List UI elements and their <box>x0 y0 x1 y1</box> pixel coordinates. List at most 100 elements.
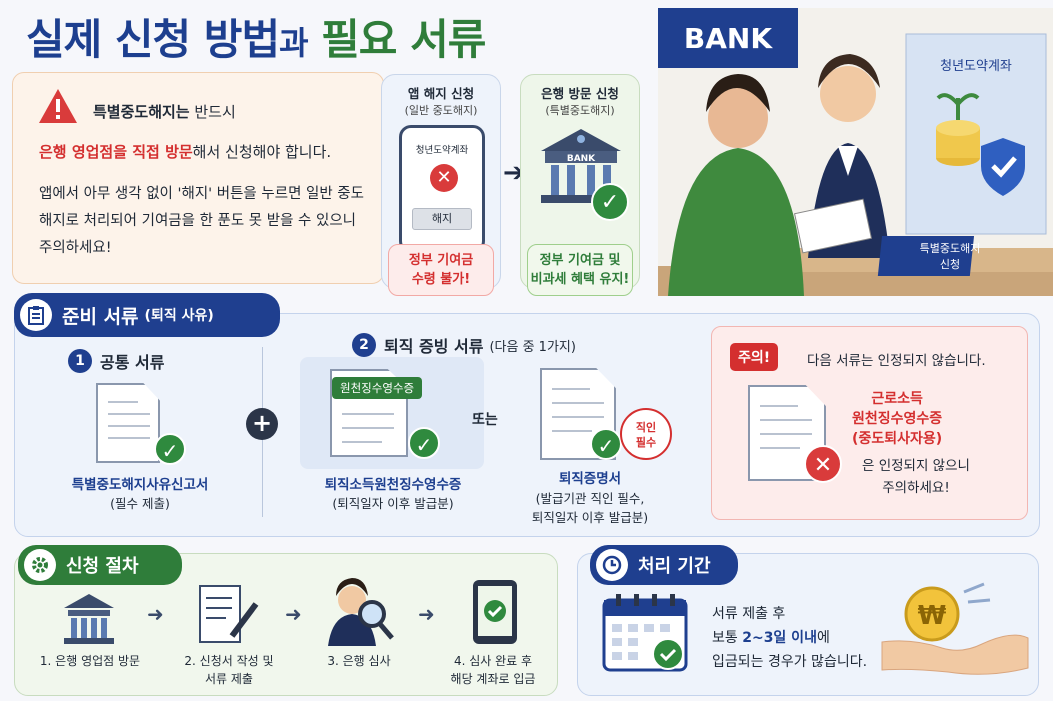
bank-card-heading: 은행 방문 신청 <box>541 86 619 101</box>
arrow-right-icon: ➜ <box>418 602 435 626</box>
phone-title: 청년도약계좌 <box>415 145 469 156</box>
processing-period-tag: 처리 기간 <box>590 545 738 585</box>
phone-check-icon <box>473 580 517 644</box>
bank-sign-board <box>658 8 798 68</box>
number-badge: 2 <box>352 333 376 357</box>
documents-tag: 준비 서류 (퇴직 사유) <box>14 293 280 337</box>
caution-red-line2: 원천징수영수증 <box>852 411 943 427</box>
common-docs-heading: 1 공통 서류 <box>68 349 164 373</box>
reviewer-icon <box>328 578 394 646</box>
svg-text:₩: ₩ <box>918 601 947 631</box>
caution-box: 주의! 다음 서류는 인정되지 않습니다. ✕ 근로소득 원천징수영수증 (중도… <box>711 326 1028 520</box>
withholding-doc-note: (퇴직일자 이후 발급분) <box>332 496 454 511</box>
stamp-line2: 필수 <box>635 436 657 449</box>
documents-tag-label: 준비 서류 <box>62 305 139 328</box>
bank-card-sign: BANK <box>567 154 596 164</box>
bank-icon <box>64 594 114 644</box>
caution-tag: 주의! <box>730 343 779 371</box>
warning-line2: 은행 영업점을 직접 방문해서 신청해야 합니다. <box>39 141 331 162</box>
desk-sign-line1: 특별중도해지 <box>920 241 981 255</box>
caution-red-line3: (중도퇴사자용) <box>852 431 943 447</box>
x-icon: ✕ <box>430 164 458 192</box>
app-result-line2: 수령 불가! <box>411 272 471 287</box>
period-line3: 입금되는 경우가 많습니다. <box>712 654 868 670</box>
phone-cancel-button: 해지 <box>412 208 472 230</box>
app-card-heading: 앱 해지 신청 <box>407 86 475 101</box>
retirement-cert-note: (발급기관 직인 필수, 퇴직일자 이후 발급분) <box>500 489 680 527</box>
document-icon <box>96 383 160 463</box>
arrow-right-icon: ➜ <box>285 602 302 626</box>
step-3-label: 3. 은행 심사 <box>327 654 391 668</box>
warning-line1-bold: 특별중도해지는 <box>93 103 190 121</box>
arrow-right-icon: ➜ <box>147 602 164 626</box>
retirement-cert-note-line2: 퇴직일자 이후 발급분) <box>531 510 649 525</box>
period-line2-bold: 2~3일 이내 <box>742 630 817 646</box>
withholding-doc-box: 원천징수영수증 ✓ <box>300 357 484 469</box>
phone-icon: 청년도약계좌 ✕ 해지 <box>399 125 485 253</box>
caution-heading: 다음 서류는 인정되지 않습니다. <box>807 353 986 369</box>
bank-visit-card: 은행 방문 신청 (특별중도해지) BANK ✓ 정부 기여금 및 비과세 혜택… <box>520 74 640 296</box>
app-result-line1: 정부 기여금 <box>408 253 474 268</box>
common-docs-title: 공통 서류 <box>100 353 165 372</box>
app-cancel-card: 앱 해지 신청 (일반 중도해지) 청년도약계좌 ✕ 해지 정부 기여금 수령 … <box>381 74 501 296</box>
withholding-tag: 원천징수영수증 <box>332 377 423 399</box>
page-title: 실제 신청 방법과 필요 서류 <box>26 6 486 67</box>
bank-result-line1: 정부 기여금 및 <box>539 253 621 268</box>
step-4-line1: 4. 심사 완료 후 <box>453 654 533 668</box>
warning-line1-rest: 반드시 <box>189 103 236 121</box>
title-part2: 과 <box>279 24 308 62</box>
common-doc-note: (필수 제출) <box>110 496 170 511</box>
shield-icon <box>981 138 1025 196</box>
caution-note: 은 인정되지 않으니 주의하세요! <box>862 455 970 499</box>
check-icon: ✓ <box>590 428 622 460</box>
caution-note-line1: 은 인정되지 않으니 <box>862 458 970 474</box>
step-2-line1: 2. 신청서 작성 및 <box>184 654 274 668</box>
procedure-tag-label: 신청 절차 <box>66 556 139 577</box>
app-card-sub: (일반 중도해지) <box>404 104 478 117</box>
caution-red-line1: 근로소득 <box>871 391 923 407</box>
check-icon: ✓ <box>154 433 186 465</box>
period-line1: 서류 제출 후 <box>712 606 786 622</box>
clock-icon <box>596 549 628 581</box>
number-badge: 1 <box>68 349 92 373</box>
check-icon: ✓ <box>408 427 440 459</box>
stamp-line1: 직인 <box>635 421 657 434</box>
check-icon: ✓ <box>591 183 629 221</box>
title-part1: 실제 신청 방법 <box>26 15 280 64</box>
bank-card-result: 정부 기여금 및 비과세 혜택 유지! <box>527 244 633 296</box>
period-line2: 보통 2~3일 이내에 <box>712 626 867 650</box>
retirement-cert-note-line1: (발급기관 직인 필수, <box>535 491 645 506</box>
common-doc-label: 특별중도해지사유신고서 <box>71 477 209 493</box>
title-part3: 필요 서류 <box>321 15 486 64</box>
step-2-label: 2. 신청서 작성 및 서류 제출 <box>164 652 294 688</box>
retirement-docs-title: 퇴직 증빙 서류 <box>384 337 484 356</box>
step-4-line2: 해당 계좌로 입금 <box>450 672 536 686</box>
retirement-docs-heading: 2 퇴직 증빙 서류 (다음 중 1가지) <box>352 333 576 357</box>
period-line2-pre: 보통 <box>712 630 743 646</box>
bank-counter-illustration: BANK 청년도약계좌 특별중도해지 신청 <box>658 8 1053 296</box>
arrow-right-icon: ➔ <box>503 158 525 188</box>
gear-icon <box>24 549 56 581</box>
processing-period-text: 서류 제출 후 보통 2~3일 이내에 입금되는 경우가 많습니다. <box>712 602 867 674</box>
form-pen-icon <box>199 585 259 643</box>
caution-note-line2: 주의하세요! <box>882 480 950 496</box>
step-2-line2: 서류 제출 <box>205 672 253 686</box>
warning-line1: 특별중도해지는 반드시 <box>93 101 236 122</box>
app-card-result: 정부 기여금 수령 불가! <box>388 244 494 296</box>
processing-period-tag-label: 처리 기간 <box>638 556 711 577</box>
warning-icon <box>39 89 77 123</box>
scene-bank-sign: BANK <box>684 22 773 55</box>
hand-coin-icon: ₩ <box>881 582 1029 675</box>
step-1-label: 1. 은행 영업점 방문 <box>39 654 141 668</box>
bank-card-sub: (특별중도해지) <box>545 104 615 117</box>
period-line2-post: 에 <box>816 630 830 646</box>
seal-stamp: 직인 필수 <box>620 408 672 460</box>
bank-result-line2: 비과세 혜택 유지! <box>530 272 630 287</box>
documents-tag-small: (퇴직 사유) <box>144 308 214 324</box>
retirement-docs-title-small: (다음 중 1가지) <box>489 339 576 355</box>
calendar-icon <box>602 594 688 672</box>
desk-sign-line2: 신청 <box>940 258 960 271</box>
warning-line2-rest: 해서 신청해야 합니다. <box>192 143 332 161</box>
retirement-cert-label: 퇴직증명서 <box>558 471 622 487</box>
clipboard-icon <box>20 299 52 331</box>
